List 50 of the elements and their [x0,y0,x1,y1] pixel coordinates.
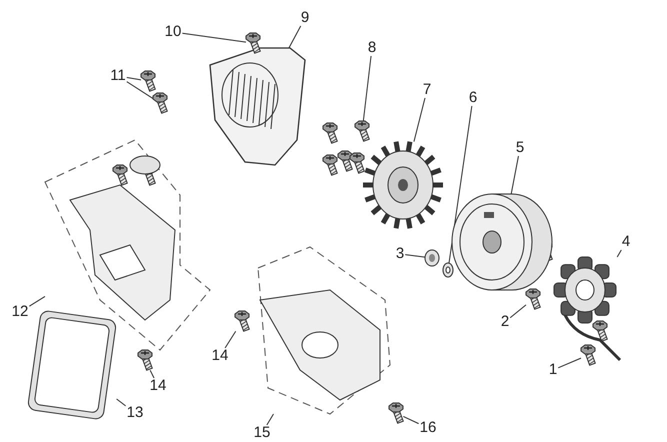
stator-drawing [554,256,622,362]
callout-number: 12 [10,304,30,320]
screw-drawing [234,310,250,332]
leader-line [28,296,46,307]
callout-number: 5 [514,140,526,156]
leader-line [510,304,526,318]
leader-line [126,81,154,100]
leader-line [182,32,246,43]
leader-line [126,77,142,80]
screw-drawing [580,344,596,366]
leader-line [362,56,372,122]
callout-number: 3 [394,246,406,262]
screw-drawing [526,288,541,310]
callout-number: 1 [548,362,558,378]
leader-line [404,254,426,258]
screw-drawing [246,32,261,54]
callout-number: 11 [109,68,127,84]
callout-number: 2 [500,314,510,330]
callout-number: 13 [126,405,144,421]
fan-cover-drawing [209,47,306,166]
leader-line [266,414,274,426]
callout-number: 16 [418,420,438,436]
washer-drawing [442,262,454,278]
shroud-group-drawing [257,246,391,415]
shroud-group-drawing [44,139,211,351]
callout-number: 14 [210,348,230,364]
callout-number: 6 [468,90,478,106]
leader-line [510,156,519,194]
callout-number: 10 [164,24,182,40]
screw-drawing [140,70,156,92]
leader-line [224,330,236,348]
leader-line [402,416,420,424]
leader-line [558,358,582,368]
screw-drawing [388,402,404,424]
nut-drawing [424,250,440,266]
leader-line [288,26,302,48]
callout-number: 9 [300,10,310,26]
leader-line [413,98,426,142]
fan-drawing [363,141,443,229]
callout-number: 4 [620,234,632,250]
screw-drawing [152,92,168,114]
callout-number: 7 [422,82,432,98]
leader-line [616,250,622,258]
callout-number: 8 [366,40,378,56]
screw-drawing [138,350,153,371]
leader-line [116,398,126,406]
flywheel-drawing [452,194,552,290]
callout-number: 15 [252,425,272,441]
callout-number: 14 [148,378,168,394]
screw-drawing [354,120,370,142]
